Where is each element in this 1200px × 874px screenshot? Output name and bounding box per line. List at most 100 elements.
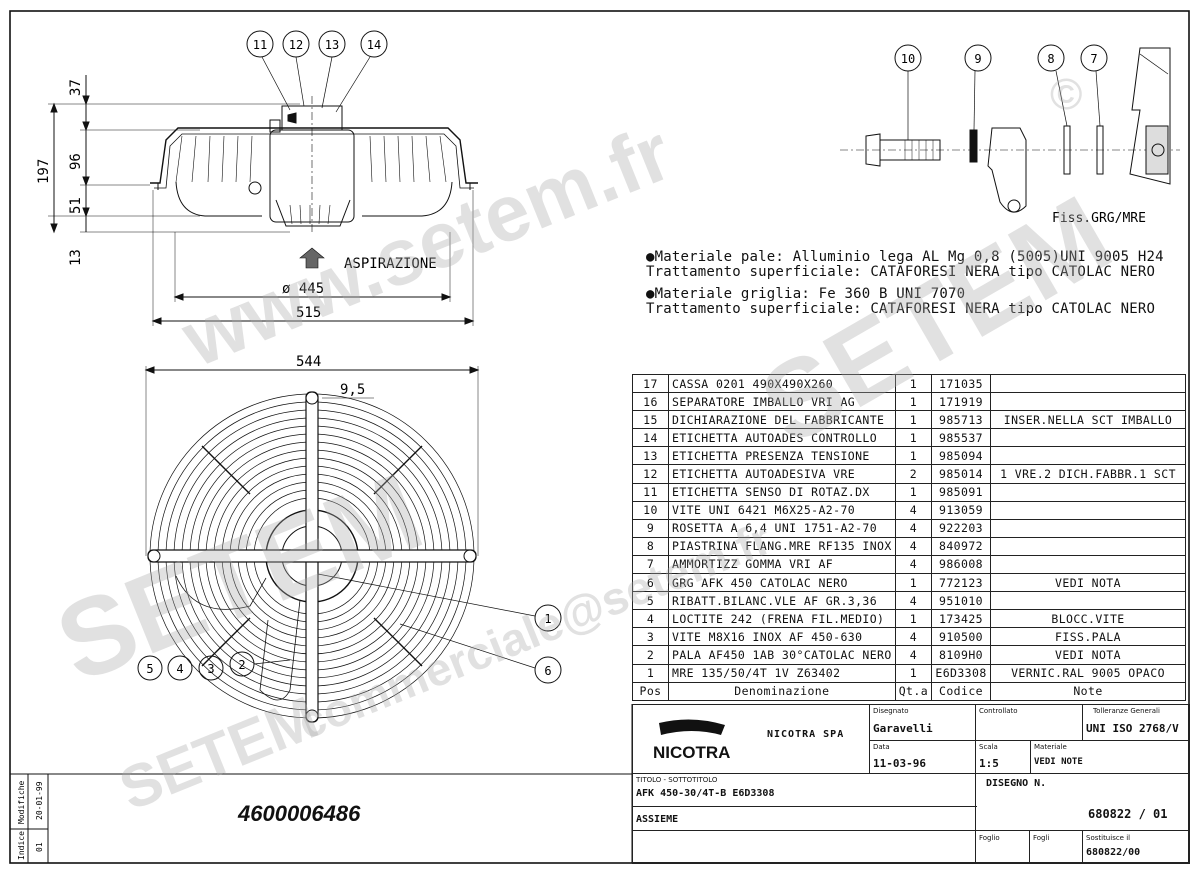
bom-cell-qty: 1 [894,663,933,683]
bom-cell-qty: 1 [894,609,933,629]
bom-cell-pos: 17 [632,373,669,394]
callout-1: 1 [544,612,551,626]
tolleranze-label: Tolleranze Generali [1093,707,1160,715]
bom-cell-pos: 1 [632,663,669,683]
bom-cell-pos: 13 [632,446,669,466]
bom-cell-pos: 14 [632,428,669,448]
bom-cell-note: BLOCC.VITE [990,609,1187,629]
tolleranze-cell: Tolleranze Generali UNI ISO 2768/V [1082,704,1190,741]
revision-date: 20-01-99 [35,781,44,820]
disegno-value: 680822 / 01 [1088,807,1168,821]
titolo-divider [633,806,977,807]
bom-cell-pos: 3 [632,627,669,647]
side-view-dimension-texts: 37 197 96 51 13 ø 445 515 ASPIRAZIONE [36,79,437,321]
scala-value: 1:5 [979,757,999,770]
bom-cell-name: RIBATT.BILANC.VLE AF GR.3,36 [668,591,896,611]
bom-cell-name: AMMORTIZZ GOMMA VRI AF [668,554,896,575]
titolo-value: AFK 450-30/4T-B E6D3308 [636,788,775,799]
callout-11: 11 [253,38,267,52]
callout-13: 13 [325,38,339,52]
callout-12: 12 [289,38,303,52]
bom-cell-qty: 4 [894,518,933,538]
bom-cell-qty: 1 [894,392,933,412]
bom-cell-note: VEDI NOTA [990,573,1187,593]
bom-cell-qty: 4 [894,554,933,575]
foglio-label: Foglio [979,834,1000,842]
bom-header-row: Pos Denominazione Qt.a Codice Note [632,681,1187,701]
tolleranze-value: UNI ISO 2768/V [1086,722,1179,735]
sostituisce-value: 680822/00 [1086,847,1141,858]
bom-cell-name: CASSA 0201 490X490X260 [668,373,896,394]
scala-cell: Scala 1:5 [975,740,1031,774]
bom-cell-pos: 15 [632,410,669,430]
bom-cell-code: 985713 [931,410,992,430]
foglio-cell: Foglio [975,830,1030,864]
bom-cell-code: 840972 [931,536,992,556]
bom-cell-code: E6D3308 [931,663,992,683]
bom-cell-pos: 6 [632,573,669,593]
bom-cell-code: 985537 [931,428,992,448]
bom-cell-pos: 5 [632,591,669,611]
revision-texts: Modifiche Indice 20-01-99 01 [17,780,44,860]
dim-51: 51 [68,197,84,214]
bom-header-name: Denominazione [668,681,896,701]
bom-cell-qty: 4 [894,645,933,665]
dim-544: 544 [296,354,321,370]
disegnato-label: Disegnato [873,707,909,715]
nicotra-logo-icon [659,719,725,735]
bom-cell-pos: 10 [632,500,669,520]
bom-cell-note [990,554,1187,575]
fixing-label: Fiss.GRG/MRE [1052,211,1146,226]
fixing-detail-view [840,44,1180,213]
bom-cell-qty: 4 [894,627,933,647]
bom-header-note: Note [990,681,1187,701]
scala-label: Scala [979,743,998,751]
bom-cell-code: 171919 [931,392,992,412]
bom-header-pos: Pos [632,681,669,701]
callout-2: 2 [238,658,245,672]
bom-cell-note: 1 VRE.2 DICH.FABBR.1 SCT [990,464,1187,484]
callout-6: 6 [544,664,551,678]
bom-cell-pos: 16 [632,392,669,412]
callout-5: 5 [146,662,153,676]
data-cell: Data 11-03-96 [869,740,976,774]
bom-cell-name: SEPARATORE IMBALLO VRI AG [668,392,896,412]
sottotitolo-value: ASSIEME [636,814,679,825]
bom-cell-qty: 1 [894,373,933,394]
bom-cell-name: LOCTITE 242 (FRENA FIL.MEDIO) [668,609,896,629]
dim-9-5: 9,5 [340,382,365,398]
bom-cell-note [990,373,1187,394]
dim-96: 96 [68,153,84,170]
bom-cell-name: PIASTRINA FLANG.MRE RF135 INOX [668,536,896,556]
callout-8: 8 [1047,52,1054,66]
modifiche-label: Modifiche [17,780,26,824]
bom-cell-note [990,428,1187,448]
bom-cell-name: MRE 135/50/4T 1V Z63402 [668,663,896,683]
bom-cell-note: VEDI NOTA [990,645,1187,665]
controllato-cell: Controllato [975,704,1083,741]
fogli-label: Fogli [1033,834,1050,842]
bom-cell-name: PALA AF450 1AB 30°CATOLAC NERO [668,645,896,665]
material-note-3: ●Materiale griglia: Fe 360 B UNI 7070 [646,286,966,302]
material-note-2: Trattamento superficiale: CATAFORESI NER… [646,264,1156,280]
bom-cell-name: VITE UNI 6421 M6X25-A2-70 [668,500,896,520]
bom-cell-qty: 4 [894,536,933,556]
controllato-label: Controllato [979,707,1018,715]
callout-10: 10 [901,52,915,66]
dim-515: 515 [296,305,321,321]
side-view [48,30,478,326]
materiale-cell: Materiale VEDI NOTE [1030,740,1190,774]
titolo-label: TITOLO - SOTTOTITOLO [636,776,718,784]
dim-13: 13 [68,249,84,266]
part-number: 4600006486 [238,801,361,826]
